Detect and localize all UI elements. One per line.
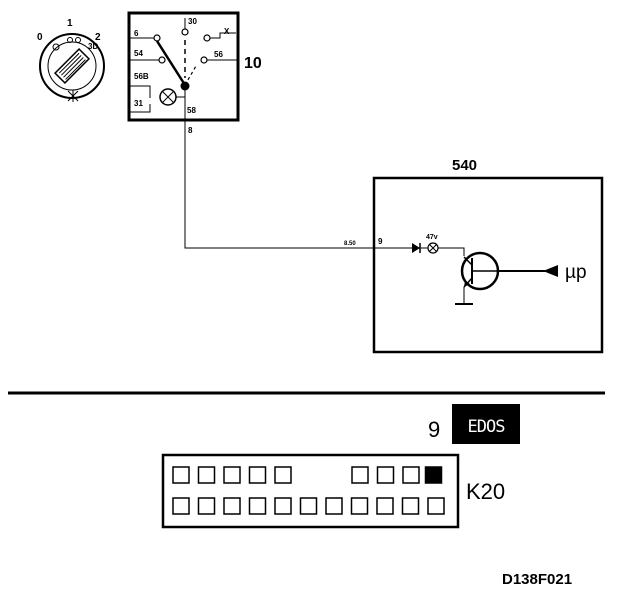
connector-pin bbox=[248, 466, 267, 484]
module-pin-label: 9 bbox=[378, 237, 383, 246]
display-badge-text: EDOS bbox=[468, 417, 506, 437]
connector-pin bbox=[376, 466, 395, 484]
lamp-label: 47v bbox=[426, 234, 438, 241]
knob-inner-ring bbox=[47, 41, 97, 91]
connector-pin bbox=[274, 466, 292, 484]
connector-pin bbox=[223, 497, 241, 515]
knob-light-symbol-icon bbox=[67, 90, 79, 102]
knob-position-0: 0 bbox=[37, 32, 43, 43]
connector-pin bbox=[274, 497, 292, 515]
signal-arrow-icon bbox=[543, 265, 558, 277]
terminal-31: 31 bbox=[134, 99, 143, 108]
knob-symbols-icon bbox=[52, 37, 81, 51]
connector-pin bbox=[376, 497, 394, 515]
connector-pin bbox=[299, 497, 318, 515]
knob-position-sub: 3D bbox=[88, 42, 98, 51]
switch-pivot bbox=[180, 81, 190, 91]
connector-pin bbox=[248, 497, 267, 515]
connector-pin bbox=[325, 497, 343, 515]
display-badge bbox=[452, 404, 520, 444]
switch-internal-wiring bbox=[130, 18, 238, 113]
indicator-lamp-icon bbox=[427, 242, 439, 254]
terminal-56: 56 bbox=[214, 50, 223, 59]
terminal-56b: 56B bbox=[134, 72, 149, 81]
ground-symbol-icon bbox=[455, 287, 473, 305]
connector-pin bbox=[223, 466, 241, 484]
diagnostic-connector: EDOS 9 K20 bbox=[161, 404, 520, 529]
connector-pin bbox=[402, 466, 420, 484]
terminal-x: X bbox=[224, 27, 230, 36]
connector-pin bbox=[197, 466, 216, 484]
connector-pin bbox=[172, 466, 190, 484]
microprocessor-label: µp bbox=[565, 262, 587, 283]
terminal-54: 54 bbox=[134, 49, 143, 58]
connector-pins bbox=[172, 466, 445, 515]
rotary-switch-knob: 0 1 2 3D bbox=[37, 18, 105, 102]
switch-lamp-icon bbox=[159, 88, 177, 106]
connector-pin bbox=[197, 497, 216, 515]
light-switch-block: 10 6 30 X 54 56 56B 31 58 bbox=[127, 11, 262, 122]
connector-pin bbox=[350, 497, 369, 515]
figure-code: D138F021 bbox=[502, 571, 572, 588]
module-ref: 540 bbox=[452, 157, 477, 174]
transistor-icon bbox=[460, 251, 500, 291]
connector-pin bbox=[351, 466, 369, 484]
knob-grip-icon bbox=[53, 47, 91, 85]
module-wire-label: 8.50 bbox=[344, 241, 356, 247]
control-module: 540 9 47v µp bbox=[372, 157, 604, 354]
connector-pin bbox=[172, 497, 190, 515]
light-switch-frame bbox=[127, 11, 240, 122]
knob-position-1: 1 bbox=[67, 18, 73, 29]
knob-position-2: 2 bbox=[95, 32, 101, 43]
terminal-6: 6 bbox=[134, 29, 139, 38]
connector-pin bbox=[401, 497, 420, 515]
switch-wire-label: 8 bbox=[188, 126, 193, 135]
highlight-pin-label: 9 bbox=[428, 417, 440, 442]
connector-pin-highlighted bbox=[424, 466, 443, 484]
knob-outer-ring bbox=[39, 33, 105, 99]
connector-pin bbox=[427, 497, 445, 515]
connector-housing bbox=[161, 453, 460, 529]
light-switch-ref: 10 bbox=[244, 55, 262, 72]
connector-ref: K20 bbox=[466, 479, 505, 504]
signal-wire: 8 8.50 bbox=[184, 120, 374, 249]
terminal-58: 58 bbox=[187, 106, 196, 115]
terminal-30: 30 bbox=[188, 17, 197, 26]
